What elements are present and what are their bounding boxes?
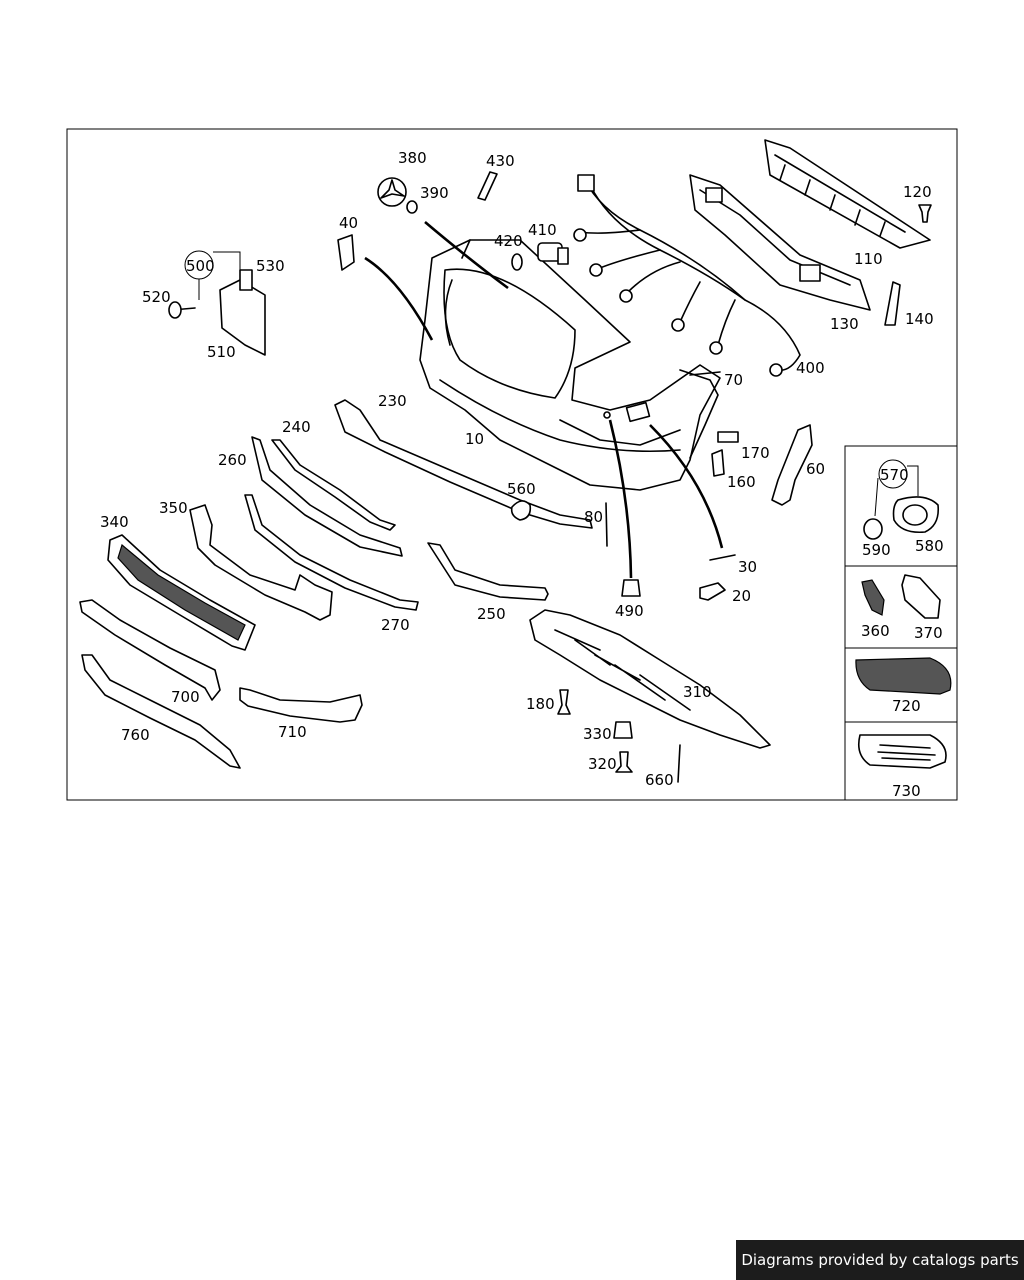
wiring-harness-shape xyxy=(573,174,801,377)
inset-panel xyxy=(844,445,958,801)
label-720: 720 xyxy=(892,697,921,715)
grommet-420-shape xyxy=(511,253,523,271)
label-520: 520 xyxy=(142,288,171,306)
fastener-shapes xyxy=(557,431,739,783)
grille-730-shape xyxy=(857,734,947,769)
label-360: 360 xyxy=(861,622,890,640)
fog-ring-560-shape xyxy=(510,500,532,521)
trim-710-shape xyxy=(239,687,363,723)
label-180: 180 xyxy=(526,695,555,713)
label-10: 10 xyxy=(465,430,484,448)
label-130: 130 xyxy=(830,315,859,333)
label-60: 60 xyxy=(806,460,825,478)
trim-700-shape xyxy=(79,599,221,701)
label-240: 240 xyxy=(282,418,311,436)
screw-120-shape xyxy=(918,204,932,223)
bracket-60-shape xyxy=(771,424,813,506)
label-260: 260 xyxy=(218,451,247,469)
label-270: 270 xyxy=(381,616,410,634)
label-710: 710 xyxy=(278,723,307,741)
label-70: 70 xyxy=(724,371,743,389)
label-80: 80 xyxy=(584,508,603,526)
label-350: 350 xyxy=(159,499,188,517)
mesh-720-shape xyxy=(855,657,952,695)
strip-70-shape xyxy=(679,369,719,459)
label-340: 340 xyxy=(100,513,129,531)
label-700: 700 xyxy=(171,688,200,706)
label-510: 510 xyxy=(207,343,236,361)
label-40: 40 xyxy=(339,214,358,232)
label-250: 250 xyxy=(477,605,506,623)
bumper-bracket-shape xyxy=(689,174,871,311)
label-310: 310 xyxy=(683,683,712,701)
ring-390-shape xyxy=(406,200,418,214)
label-400: 400 xyxy=(796,359,825,377)
leader-490 xyxy=(608,419,633,579)
label-430: 430 xyxy=(486,152,515,170)
label-120: 120 xyxy=(903,183,932,201)
group-circle-570 xyxy=(878,459,908,489)
bracket-140-shape xyxy=(884,281,901,326)
bracket-350-shape xyxy=(189,504,333,621)
label-570: 570 xyxy=(880,466,909,484)
trim-760-shape xyxy=(81,654,241,769)
underbody-shield-shape xyxy=(529,609,771,749)
label-580: 580 xyxy=(915,537,944,555)
label-590: 590 xyxy=(862,541,891,559)
label-230: 230 xyxy=(378,392,407,410)
leader-390 xyxy=(424,221,509,290)
strip-260-shape xyxy=(251,436,403,557)
strip-240-shape xyxy=(271,439,396,531)
label-500: 500 xyxy=(186,257,215,275)
impact-absorber-shape xyxy=(764,139,931,249)
label-410: 410 xyxy=(528,221,557,239)
ring-590-shape xyxy=(863,518,883,540)
label-170: 170 xyxy=(741,444,770,462)
label-110: 110 xyxy=(854,250,883,268)
fog-frame-580-shape xyxy=(892,496,940,534)
cap-40-shape xyxy=(337,234,355,271)
clip-430-shape xyxy=(477,171,498,201)
footer-text: Diagrams provided by catalogs parts xyxy=(741,1251,1019,1269)
label-420: 420 xyxy=(494,232,523,250)
parking-sensor-shape xyxy=(537,242,569,265)
label-490: 490 xyxy=(615,602,644,620)
lower-grille-shape xyxy=(107,534,256,651)
label-370: 370 xyxy=(914,624,943,642)
label-390: 390 xyxy=(420,184,449,202)
leader-40 xyxy=(364,256,434,341)
footer-attribution: Diagrams provided by catalogs parts xyxy=(736,1240,1024,1280)
label-560: 560 xyxy=(507,480,536,498)
label-30: 30 xyxy=(738,558,757,576)
label-380: 380 xyxy=(398,149,427,167)
strip-230-shape xyxy=(334,399,593,529)
strip-270-shape xyxy=(244,494,419,611)
bumper-cover-shape xyxy=(419,239,721,491)
label-760: 760 xyxy=(121,726,150,744)
frame-370-shape xyxy=(901,574,941,619)
mesh-360-shape xyxy=(861,579,885,616)
label-530: 530 xyxy=(256,257,285,275)
label-20: 20 xyxy=(732,587,751,605)
leader-30 xyxy=(649,424,724,549)
strip-250-shape xyxy=(427,542,549,601)
label-330: 330 xyxy=(583,725,612,743)
emblem-380-shape xyxy=(377,177,407,207)
label-660: 660 xyxy=(645,771,674,789)
license-plate-bracket-shape xyxy=(168,269,266,356)
label-730: 730 xyxy=(892,782,921,800)
label-140: 140 xyxy=(905,310,934,328)
label-160: 160 xyxy=(727,473,756,491)
label-320: 320 xyxy=(588,755,617,773)
